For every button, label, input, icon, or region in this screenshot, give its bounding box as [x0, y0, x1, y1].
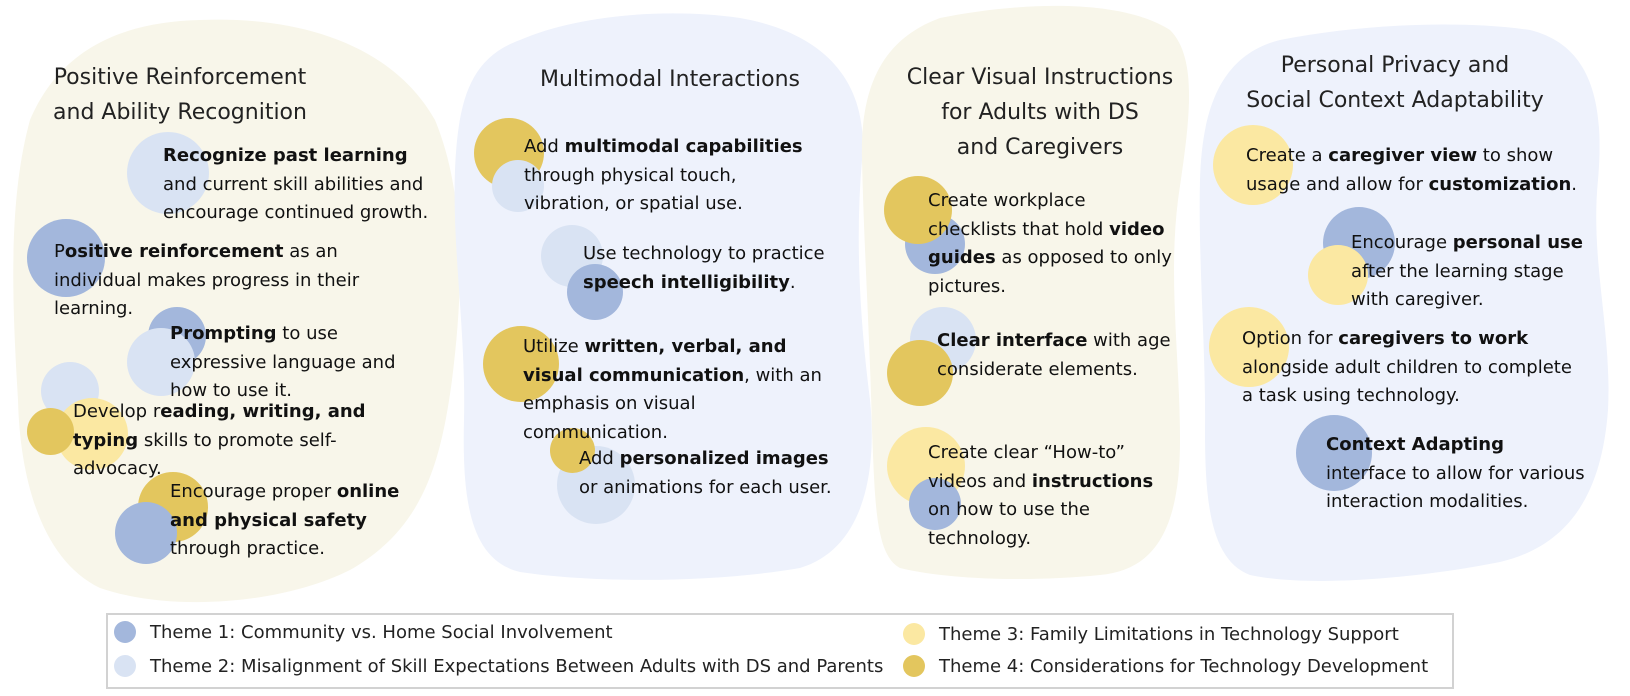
- theme-3-dot: [1213, 125, 1293, 205]
- emphasis-text: speech intelligibility: [583, 271, 790, 293]
- item-text: with age considerate elements.: [937, 330, 1171, 380]
- item-text: on how to use the technology.: [928, 499, 1090, 549]
- emphasis-text: personal use: [1452, 232, 1583, 253]
- item-text: .: [789, 271, 796, 293]
- emphasis-text: caregivers to work: [1338, 328, 1529, 349]
- emphasis-text: Prompting: [170, 323, 277, 344]
- recommendation-item: Encourage proper online and physical saf…: [170, 478, 432, 564]
- theme-2-dot: [127, 328, 195, 396]
- theme-1-dot: [567, 264, 623, 320]
- recommendation-item: Create clear “How-to” videos and instruc…: [928, 439, 1176, 553]
- item-text: as an individual makes progress in their…: [54, 241, 360, 319]
- recommendation-item: Encourage personal use after the learnin…: [1351, 229, 1591, 315]
- recommendation-item: Option for caregivers to work alongside …: [1242, 325, 1582, 411]
- theme-3-dot: [903, 623, 925, 645]
- item-text: P: [54, 241, 65, 262]
- emphasis-text: ositive reinforcement: [64, 241, 284, 262]
- theme-3-dot: [1308, 245, 1368, 305]
- item-text: Develop r: [73, 401, 161, 422]
- item-text: Create a: [1246, 145, 1329, 166]
- item-text: interface to allow for various interacti…: [1326, 462, 1585, 513]
- item-text: Option for: [1242, 328, 1339, 349]
- theme-2-dot: [114, 655, 136, 677]
- item-text: , with an emphasis on visual communicati…: [523, 364, 822, 443]
- item-text: Encourage proper: [170, 481, 337, 502]
- recommendation-item: Prompting to use expressive language and…: [170, 320, 432, 406]
- column-title-2: Multimodal Interactions: [539, 67, 801, 92]
- recommendation-item: Add multimodal capabilities through phys…: [524, 133, 814, 219]
- theme-4-dot: [550, 428, 595, 473]
- emphasis-text: eading, writing, and typing: [73, 401, 366, 451]
- item-text: or animations for each user.: [579, 476, 832, 498]
- theme-4-dot: [27, 408, 74, 455]
- emphasis-text: caregiver view: [1328, 145, 1478, 166]
- emphasis-text: personalized images: [619, 448, 829, 469]
- recommendation-item: Clear interface with age considerate ele…: [937, 327, 1175, 384]
- emphasis-text: online and physical safety: [170, 481, 400, 531]
- item-text: through practice.: [170, 538, 325, 559]
- emphasis-text: Recognize past learning: [163, 145, 408, 166]
- emphasis-text: Clear interface: [937, 330, 1088, 351]
- recommendation-item: Add personalized images or animations fo…: [579, 445, 843, 502]
- item-text: and current skill abilities and encourag…: [163, 173, 429, 224]
- item-text: through physical touch, vibration, or sp…: [524, 164, 743, 215]
- emphasis-text: instructions: [1031, 470, 1154, 492]
- recommendation-item: Positive reinforcement as an individual …: [54, 238, 424, 324]
- recommendation-item: Use technology to practice speech intell…: [583, 240, 843, 297]
- legend-item-theme-3: Theme 3: Family Limitations in Technolog…: [903, 623, 1399, 645]
- theme-1-dot: [909, 478, 961, 530]
- legend-item-theme-1: Theme 1: Community vs. Home Social Invol…: [114, 621, 613, 643]
- recommendation-item: Develop reading, writing, and typing ski…: [73, 398, 423, 484]
- item-text: to show usage and allow for: [1246, 145, 1554, 195]
- recommendation-item: Context Adapting interface to allow for …: [1326, 431, 1586, 517]
- item-text: Use technology to practice: [583, 243, 825, 264]
- theme-4-dot: [903, 655, 925, 677]
- item-text: Add: [524, 136, 565, 157]
- legend-label: Theme 1: Community vs. Home Social Invol…: [150, 621, 613, 643]
- legend-item-theme-4: Theme 4: Considerations for Technology D…: [903, 655, 1428, 677]
- item-text: to use expressive language and how to us…: [170, 323, 396, 401]
- legend-label: Theme 3: Family Limitations in Technolog…: [939, 623, 1399, 645]
- recommendation-item: Create a caregiver view to show usage an…: [1246, 142, 1591, 199]
- recommendation-item: Utilize written, verbal, and visual comm…: [523, 333, 843, 447]
- emphasis-text: video guides: [928, 218, 1165, 269]
- theme-4-dot: [483, 326, 559, 402]
- emphasis-text: Context Adapting: [1326, 434, 1505, 455]
- recommendation-item: Create workplace checklists that hold vi…: [928, 187, 1173, 301]
- item-text: after the learning stage with caregiver.: [1351, 260, 1564, 311]
- emphasis-text: customization: [1428, 173, 1572, 195]
- theme-3-dot: [1209, 307, 1289, 387]
- item-text: Encourage: [1351, 232, 1453, 253]
- item-text: Utilize: [523, 336, 585, 357]
- item-text: alongside adult children to complete a t…: [1242, 356, 1572, 407]
- theme-1-dot: [115, 502, 177, 564]
- item-text: Add: [579, 448, 620, 469]
- theme-4-dot: [884, 176, 952, 244]
- item-text: as opposed to only pictures.: [928, 247, 1172, 297]
- legend: Theme 1: Community vs. Home Social Invol…: [106, 613, 1454, 689]
- recommendation-item: Recognize past learning and current skil…: [163, 142, 433, 228]
- theme-1-dot: [1296, 415, 1372, 491]
- item-text: Create clear “How-to” videos and: [928, 442, 1125, 492]
- theme-1-dot: [27, 219, 105, 297]
- legend-item-theme-2: Theme 2: Misalignment of Skill Expectati…: [114, 655, 883, 677]
- item-text: Create workplace checklists that hold: [928, 190, 1110, 240]
- theme-4-dot: [887, 340, 953, 406]
- emphasis-text: multimodal capabilities: [564, 136, 803, 157]
- theme-1-dot: [114, 621, 136, 643]
- item-text: .: [1571, 173, 1578, 195]
- legend-label: Theme 4: Considerations for Technology D…: [939, 655, 1429, 677]
- blob-column-1: [13, 19, 460, 603]
- legend-label: Theme 2: Misalignment of Skill Expectati…: [150, 655, 884, 677]
- item-text: skills to promote self-advocacy.: [73, 429, 337, 480]
- theme-2-dot: [492, 160, 544, 212]
- emphasis-text: written, verbal, and visual communicatio…: [523, 336, 787, 386]
- theme-2-dot: [127, 132, 209, 214]
